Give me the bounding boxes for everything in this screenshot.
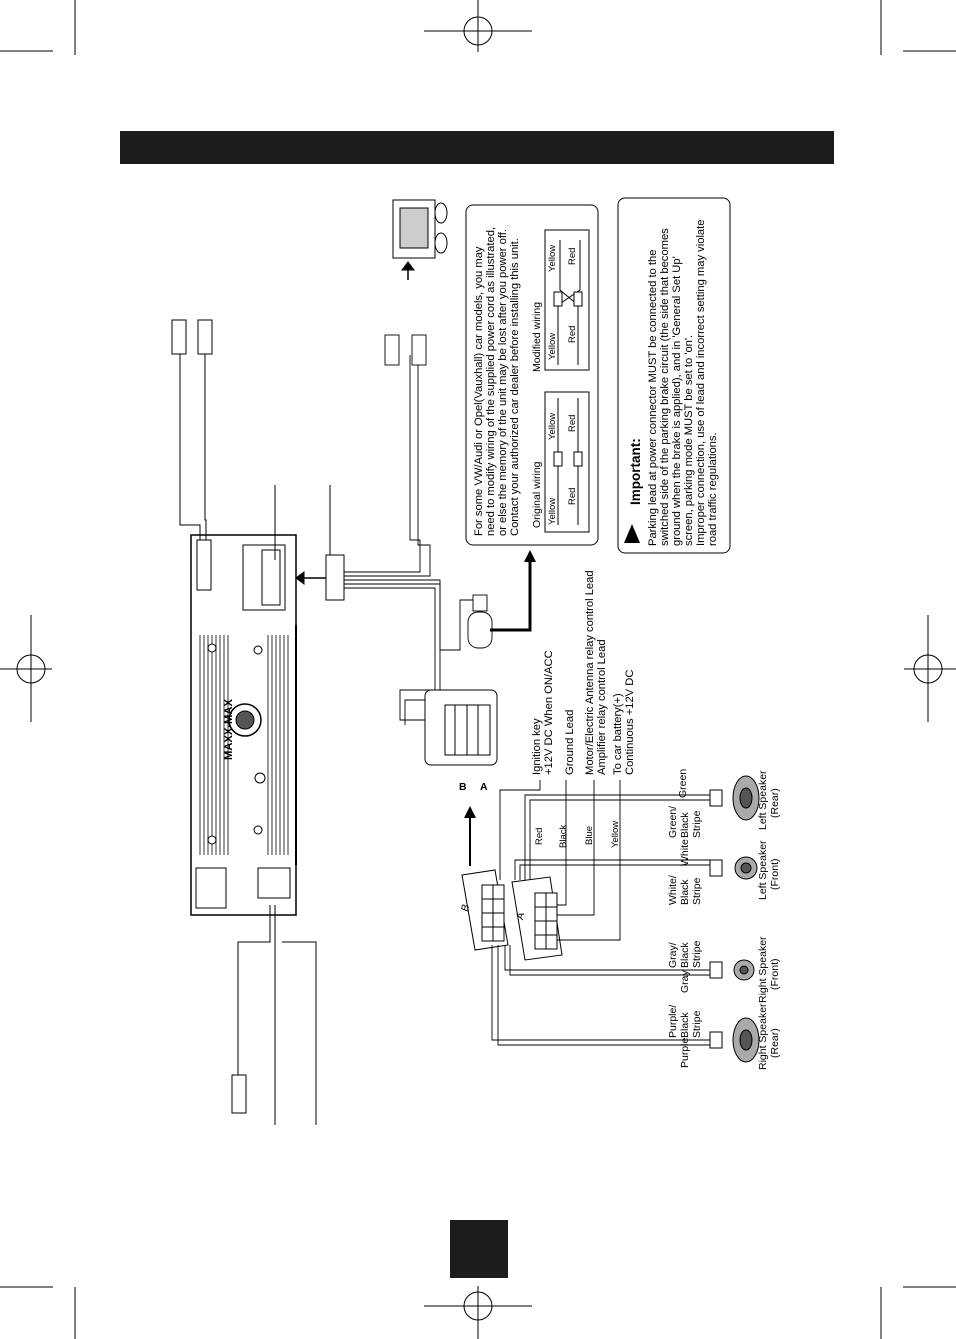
- modified-red-left: Red: [567, 326, 578, 343]
- modified-red-right: Red: [567, 248, 578, 265]
- connector-b-label: B: [459, 781, 467, 793]
- speaker-right-front-neg-2: Black: [679, 942, 691, 968]
- important-line-5: Improper connection, use of lead and inc…: [695, 220, 707, 546]
- speaker-right-front-name-1: Right Speaker: [757, 936, 769, 1003]
- lead-battery-label-2: Continuous +12V DC: [624, 670, 636, 775]
- original-wiring-label: Original wiring: [531, 461, 543, 528]
- modified-yellow-left: Yellow: [547, 333, 558, 360]
- lead-wires: [491, 780, 710, 1046]
- speaker-right-front: [709, 959, 755, 981]
- brand-logo: MAXX-MAX: [223, 699, 235, 760]
- speaker-right-rear-neg-3: Stripe: [691, 1010, 703, 1038]
- original-red-left: Red: [567, 488, 578, 505]
- lead-amplifier-label: Amplifier relay control Lead: [596, 639, 608, 775]
- section-header-bar: [120, 131, 834, 164]
- arrow-up-icon: [524, 550, 536, 562]
- speaker-left-front-name-2: (Front): [769, 859, 781, 891]
- speaker-left-front-neg-2: Black: [679, 879, 691, 905]
- speaker-left-front-neg-3: Stripe: [691, 877, 703, 905]
- wire-red-label: Red: [534, 828, 545, 845]
- important-box: [617, 197, 731, 554]
- harness-wires: [344, 334, 532, 725]
- important-line-4: screen, parking mode MUST be set to 'on'…: [683, 335, 695, 546]
- fuse-holder: [295, 554, 345, 601]
- connector-a-block-label: A: [514, 912, 527, 922]
- speaker-right-rear-neg-2: Black: [679, 1012, 691, 1038]
- speaker-right-front-pos-wire: Gray: [679, 969, 691, 993]
- wire-yellow-label: Yellow: [610, 821, 621, 848]
- modified-wiring-diagram: [544, 229, 590, 371]
- original-yellow-right: Yellow: [547, 413, 558, 440]
- arrow-up-icon-2: [464, 806, 476, 818]
- car-antenna-adapter-icon: [392, 199, 448, 280]
- speaker-right-front-name-2: (Front): [769, 959, 781, 991]
- page-number-box: [450, 1220, 508, 1278]
- original-red-right: Red: [567, 415, 578, 432]
- lead-ignition-label-2: +12V DC When ON/ACC: [543, 650, 555, 775]
- modified-wiring-label: Modified wiring: [531, 302, 543, 372]
- speaker-right-rear-neg-1: Purple/: [667, 1005, 679, 1038]
- speaker-right-rear: [709, 1017, 760, 1063]
- speaker-left-front-neg-1: White/: [667, 875, 679, 905]
- important-line-6: road traffic regulations.: [707, 432, 719, 546]
- lead-battery-label-1: To car battery(+): [612, 693, 624, 775]
- lead-antenna-label: Motor/Electric Antenna relay control Lea…: [584, 570, 596, 775]
- important-line-3: ground when the brake is applied), and i…: [671, 256, 683, 546]
- speaker-left-rear-neg-2: Black: [679, 812, 691, 838]
- iso-connector: [424, 689, 498, 766]
- important-line-1: Parking lead at power connector MUST be …: [647, 250, 659, 546]
- speaker-right-rear-name-1: Right Speaker: [757, 1003, 769, 1070]
- note-line-4: Contact your authorized car dealer befor…: [509, 238, 521, 536]
- speaker-left-front-pos-wire: White: [679, 839, 691, 866]
- lead-ground-label: Ground Lead: [564, 710, 576, 775]
- head-unit: [190, 534, 297, 916]
- speaker-left-rear-pos-wire: Green: [677, 769, 689, 798]
- original-yellow-left: Yellow: [547, 498, 558, 525]
- speaker-right-rear-name-2: (Rear): [769, 1028, 781, 1058]
- lead-ignition-label-1: Ignition key: [531, 718, 543, 775]
- original-wiring-diagram: [544, 391, 590, 533]
- note-line-2: need to modify wiring of the supplied po…: [485, 227, 497, 536]
- speaker-left-front-name-1: Left Speaker: [757, 840, 769, 900]
- modified-yellow-right: Yellow: [547, 245, 558, 272]
- warning-icon: [624, 524, 640, 543]
- speaker-right-rear-pos-wire: Purple: [679, 1037, 691, 1068]
- wire-blue-label: Blue: [584, 826, 595, 845]
- speaker-left-rear-name-2: (Rear): [769, 788, 781, 818]
- speaker-left-front: [709, 856, 758, 880]
- speaker-left-rear-neg-3: Stripe: [691, 810, 703, 838]
- connector-b-block-label: B: [459, 904, 472, 913]
- connector-a-label: A: [480, 781, 488, 793]
- rear-rca-cables: [171, 319, 331, 560]
- speaker-right-front-neg-1: Gray/: [667, 942, 679, 968]
- wire-black-label: Black: [558, 825, 569, 848]
- important-line-2: switched side of the parking brake circu…: [659, 228, 671, 546]
- note-line-3: or else the memory of the unit may be lo…: [497, 229, 509, 536]
- important-title: Important:: [628, 438, 643, 505]
- speaker-left-rear-neg-1: Green/: [667, 806, 679, 838]
- connector-b-block: [461, 869, 509, 951]
- connector-a-block: [511, 876, 563, 961]
- note-line-1: For some VW/Audi or Opel(Vauxhall) car m…: [473, 246, 485, 536]
- speaker-left-rear: [709, 775, 760, 821]
- antenna-cables: [231, 905, 317, 1125]
- speaker-right-front-neg-3: Stripe: [691, 940, 703, 968]
- speaker-left-rear-name-1: Left Speaker: [757, 770, 769, 830]
